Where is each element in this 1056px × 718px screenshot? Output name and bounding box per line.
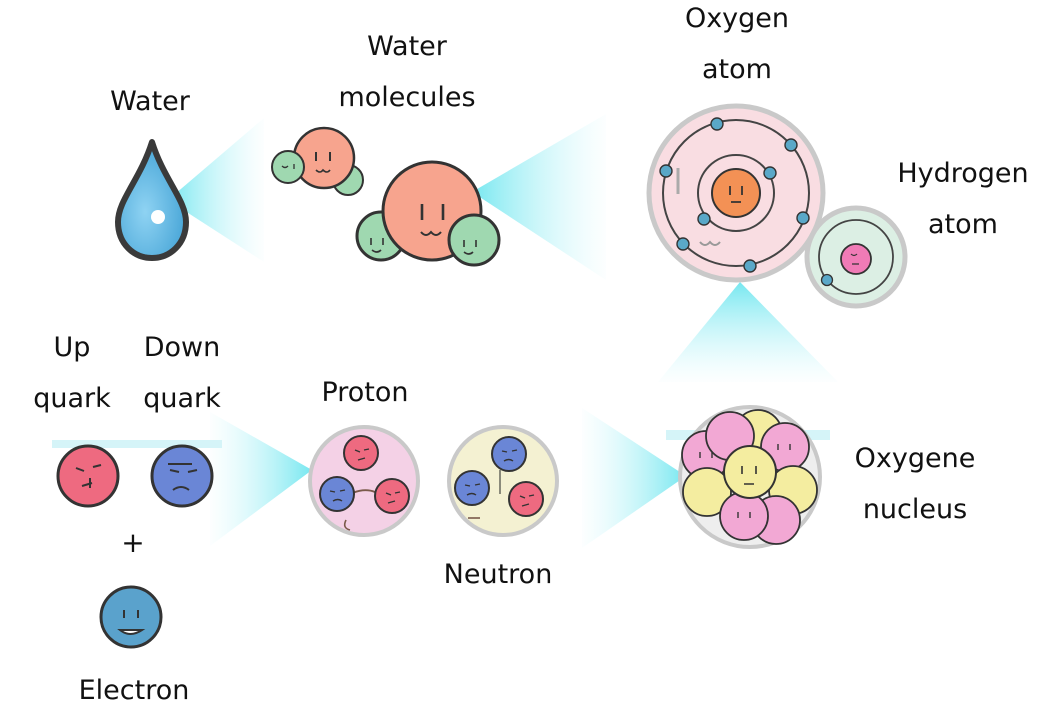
oxygen-atom-icon xyxy=(646,103,826,283)
oxygen-atom-label-line2: atom xyxy=(702,54,772,85)
electron-icon xyxy=(99,585,163,649)
down-quark-label-line1: Down xyxy=(143,332,221,363)
hydrogen-atom-icon xyxy=(804,205,908,309)
up-quark-label-line2: quark xyxy=(33,383,111,414)
up-quark-label: Up quark xyxy=(22,322,122,424)
beam-water-to-molecules xyxy=(168,118,264,262)
up-quark-label-line1: Up xyxy=(53,332,91,363)
plus-sign: + xyxy=(121,526,144,559)
neutron-label: Neutron xyxy=(443,559,553,590)
neutron-icon xyxy=(447,425,559,537)
beam-molecules-to-atom xyxy=(472,114,606,280)
down-quark-label: Down quark xyxy=(130,322,234,424)
down-quark-label-line2: quark xyxy=(143,383,221,414)
water-drop-icon xyxy=(115,139,189,261)
oxygene-nucleus-label-line2: nucleus xyxy=(862,494,968,525)
small-water-molecule-icon xyxy=(271,126,364,196)
oxygen-nucleus-icon xyxy=(678,405,822,549)
oxygene-nucleus-label-line1: Oxygene xyxy=(854,443,976,474)
water-label: Water xyxy=(110,86,190,117)
water-molecules-label: Water molecules xyxy=(326,21,488,123)
oxygen-atom-label: Oxygen atom xyxy=(666,0,808,95)
beam-atom-to-nucleus xyxy=(658,282,838,382)
quark-highlight-bar xyxy=(52,440,222,448)
water-molecules-label-line1: Water xyxy=(367,31,447,62)
oxygene-nucleus-label: Oxygene nucleus xyxy=(838,433,992,535)
up-quark-icon xyxy=(56,444,120,508)
down-quark-icon xyxy=(150,444,214,508)
hydrogen-atom-label-line2: atom xyxy=(928,209,998,240)
hydrogen-atom-label-line1: Hydrogen xyxy=(897,158,1029,189)
water-molecules-label-line2: molecules xyxy=(338,82,476,113)
proton-icon xyxy=(308,425,420,537)
oxygen-atom-label-line1: Oxygen xyxy=(684,3,790,34)
large-water-molecule-icon xyxy=(355,160,501,267)
proton-label: Proton xyxy=(321,377,409,408)
beam-nucleons-to-quarks xyxy=(210,412,312,546)
electron-label: Electron xyxy=(78,675,190,706)
beam-nucleus-to-nucleons xyxy=(582,408,686,548)
hydrogen-atom-label: Hydrogen atom xyxy=(883,148,1043,250)
